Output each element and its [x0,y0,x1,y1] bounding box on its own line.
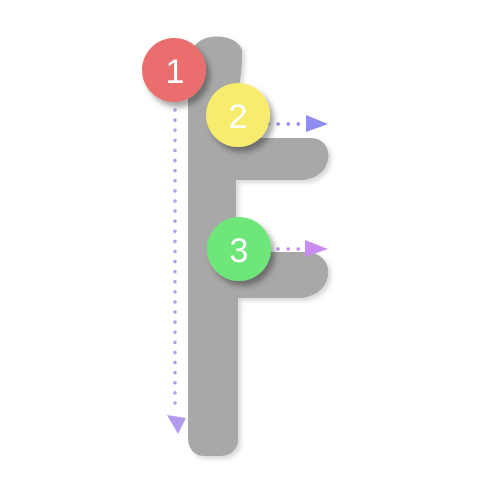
stroke-1-badge: 1 [142,38,206,102]
stroke-1-arrow-down-icon [167,415,186,434]
stroke-3-arrow-right-icon [305,240,328,257]
stroke-3-number: 3 [230,232,249,270]
stroke-1-number: 1 [166,53,185,91]
stroke-3-guide [276,240,328,257]
stroke-2-badge: 2 [206,83,270,147]
stroke-3-badge: 3 [207,217,271,281]
stroke-2-number: 2 [229,98,248,136]
stroke-1-circle [142,38,206,102]
stroke-2-arrow-right-icon [306,115,328,132]
stroke-2-guide [266,115,328,132]
stroke-2-circle [206,83,270,147]
stroke-3-circle [207,217,271,281]
stroke-1-guide [167,108,186,434]
